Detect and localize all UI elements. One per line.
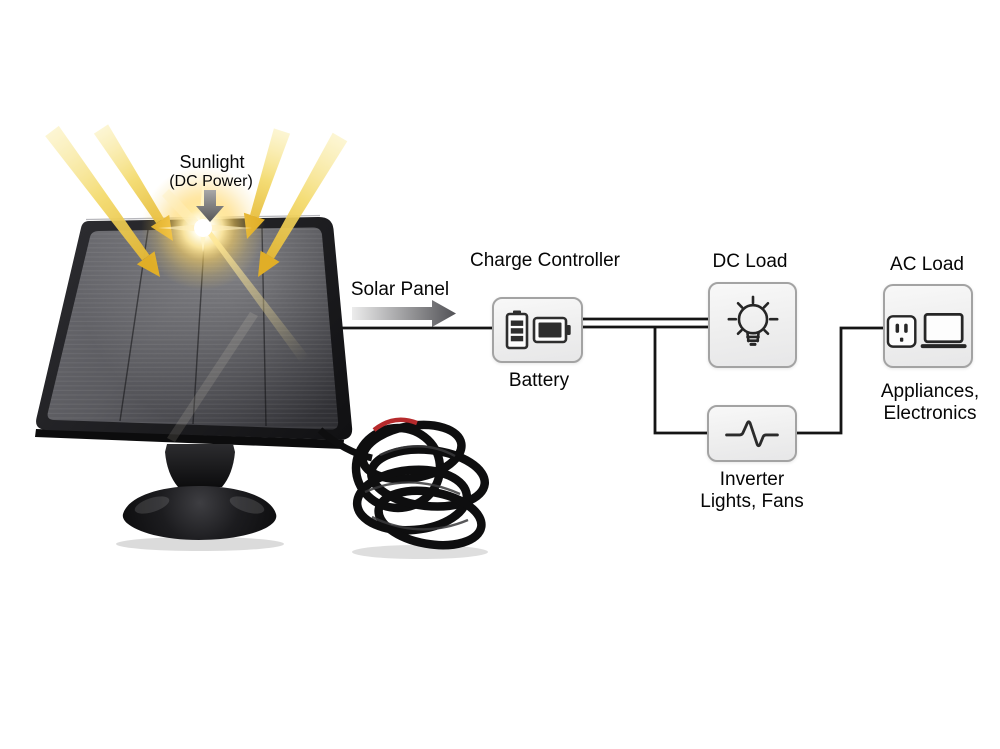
- dc-load-title: DC Load: [712, 251, 788, 272]
- right-arrow-icon: [352, 300, 456, 327]
- dc-load-box: [708, 282, 797, 368]
- inverter-caption: Inverter Lights, Fans: [700, 469, 804, 512]
- panel-stand: [116, 444, 284, 551]
- ac-load-title: AC Load: [890, 254, 964, 275]
- solar-panel-label: Solar Panel: [350, 279, 450, 300]
- ac-load-caption-line1: Appliances,: [880, 381, 980, 402]
- solar-panel-photo: [35, 214, 353, 449]
- sunlight-label: Sunlight: [179, 152, 245, 172]
- charge-controller-box: [492, 297, 583, 363]
- battery-icon: [505, 310, 571, 350]
- wire-lines: [340, 317, 883, 435]
- inverter-caption-line1: Inverter: [719, 469, 785, 490]
- ac-load-caption-line2: Electronics: [883, 402, 977, 424]
- ac-load-box: [883, 284, 973, 368]
- sun-ray-arrows: [45, 124, 348, 277]
- light-bulb-icon: [727, 295, 778, 346]
- charge-controller-title: Charge Controller: [470, 250, 620, 271]
- ac-load-caption: Appliances, Electronics: [881, 381, 979, 424]
- red-wire: [372, 417, 418, 432]
- laptop-icon: [920, 313, 967, 349]
- inverter-box: [707, 405, 797, 462]
- down-arrow-icon: [196, 190, 224, 222]
- sine-pulse-icon: [725, 419, 779, 447]
- outlet-icon: [886, 315, 917, 348]
- lens-flare: [141, 166, 310, 362]
- cable-coil: [317, 417, 490, 559]
- sunlight-sublabel: (DC Power): [169, 173, 253, 190]
- inverter-caption-line2: Lights, Fans: [700, 490, 804, 512]
- ray-arrowhead: [258, 250, 280, 277]
- outlet-laptop-icon: [886, 313, 967, 349]
- battery-caption: Battery: [508, 370, 570, 391]
